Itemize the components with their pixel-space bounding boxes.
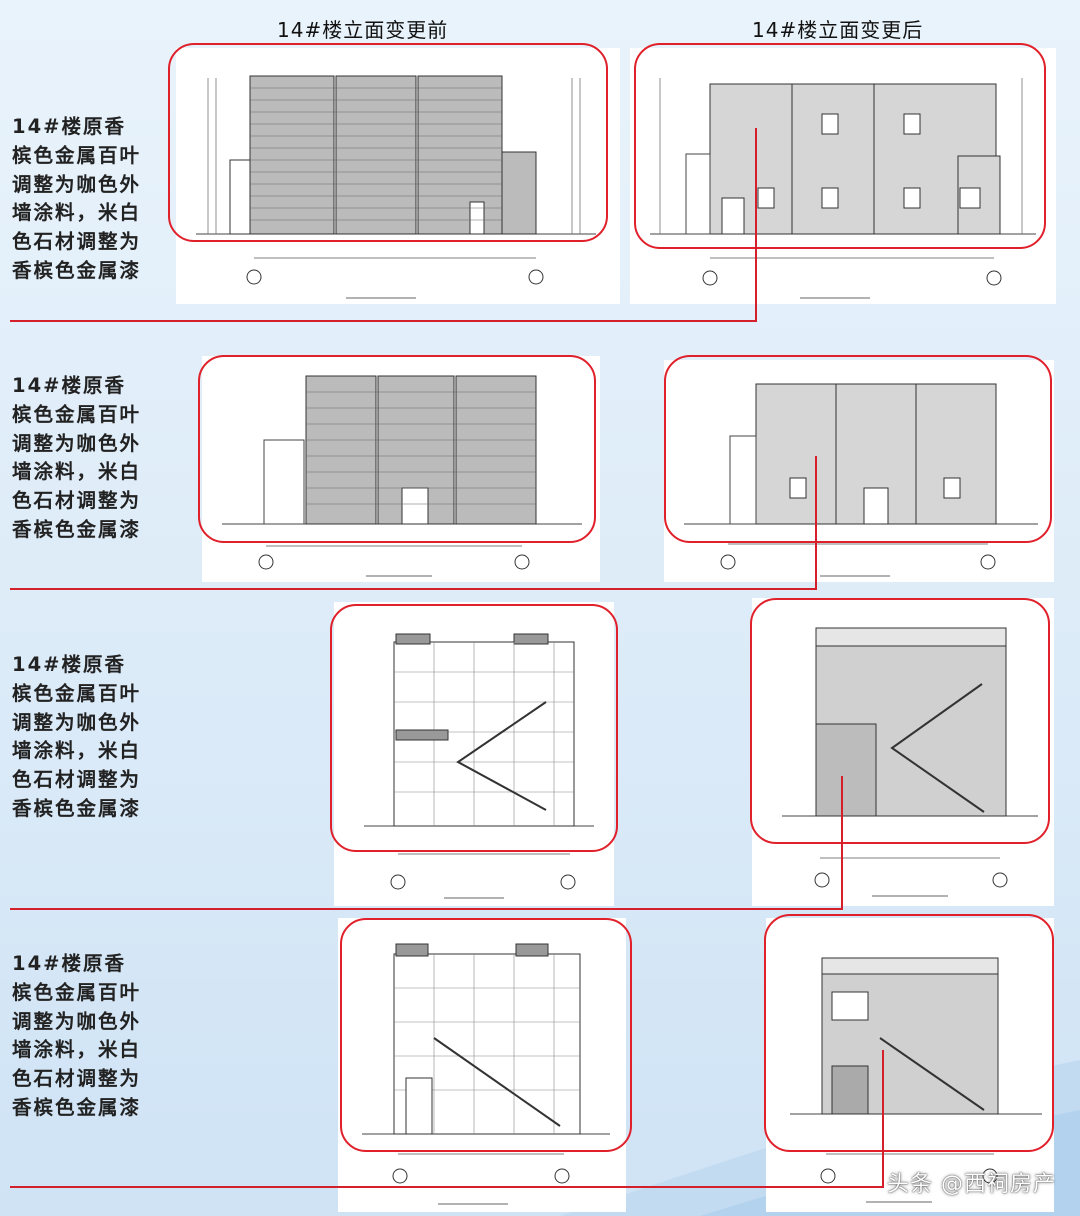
- row-3-note: 14#楼原香槟色金属百叶调整为咖色外墙涂料，米白色石材调整为香槟色金属漆: [12, 653, 142, 820]
- header-after: 14#楼立面变更后: [752, 18, 924, 42]
- row-3-connector-line: [10, 908, 842, 910]
- row-1-after-drawing: [630, 48, 1056, 304]
- row-1-after-highlight: [634, 43, 1046, 249]
- row-4-before-highlight: [340, 918, 632, 1152]
- row-3-before-drawing: [334, 602, 614, 906]
- watermark: 头条 @西祠房产: [887, 1172, 1056, 1197]
- row-3-connector-vertical: [841, 776, 843, 910]
- row-4-note: 14#楼原香槟色金属百叶调整为咖色外墙涂料，米白色石材调整为香槟色金属漆: [12, 952, 142, 1119]
- header-before: 14#楼立面变更前: [277, 18, 449, 42]
- row-4-after-drawing: [766, 918, 1054, 1212]
- row-3-before-highlight: [330, 604, 618, 852]
- row-4-after-highlight: [764, 914, 1054, 1152]
- row-4-connector-line: [10, 1186, 884, 1188]
- row-2-note: 14#楼原香槟色金属百叶调整为咖色外墙涂料，米白色石材调整为香槟色金属漆: [12, 374, 142, 541]
- row-2-before-highlight: [198, 355, 596, 543]
- row-3-after-highlight: [750, 598, 1050, 844]
- row-2-after-drawing: [664, 360, 1054, 582]
- row-2-before-drawing: [202, 356, 600, 582]
- row-1-note: 14#楼原香槟色金属百叶调整为咖色外墙涂料，米白色石材调整为香槟色金属漆: [12, 115, 142, 282]
- row-1-connector-vertical: [755, 128, 757, 322]
- row-1-before-drawing: [176, 48, 620, 304]
- row-4-connector-vertical: [882, 1050, 884, 1188]
- row-2-connector-vertical: [815, 456, 817, 590]
- row-4-before-drawing: [338, 918, 626, 1212]
- row-1-connector-line: [10, 320, 756, 322]
- row-2-connector-line: [10, 588, 816, 590]
- row-3-after-drawing: [752, 598, 1054, 906]
- row-2-after-highlight: [664, 355, 1052, 543]
- row-1-before-highlight: [168, 43, 608, 242]
